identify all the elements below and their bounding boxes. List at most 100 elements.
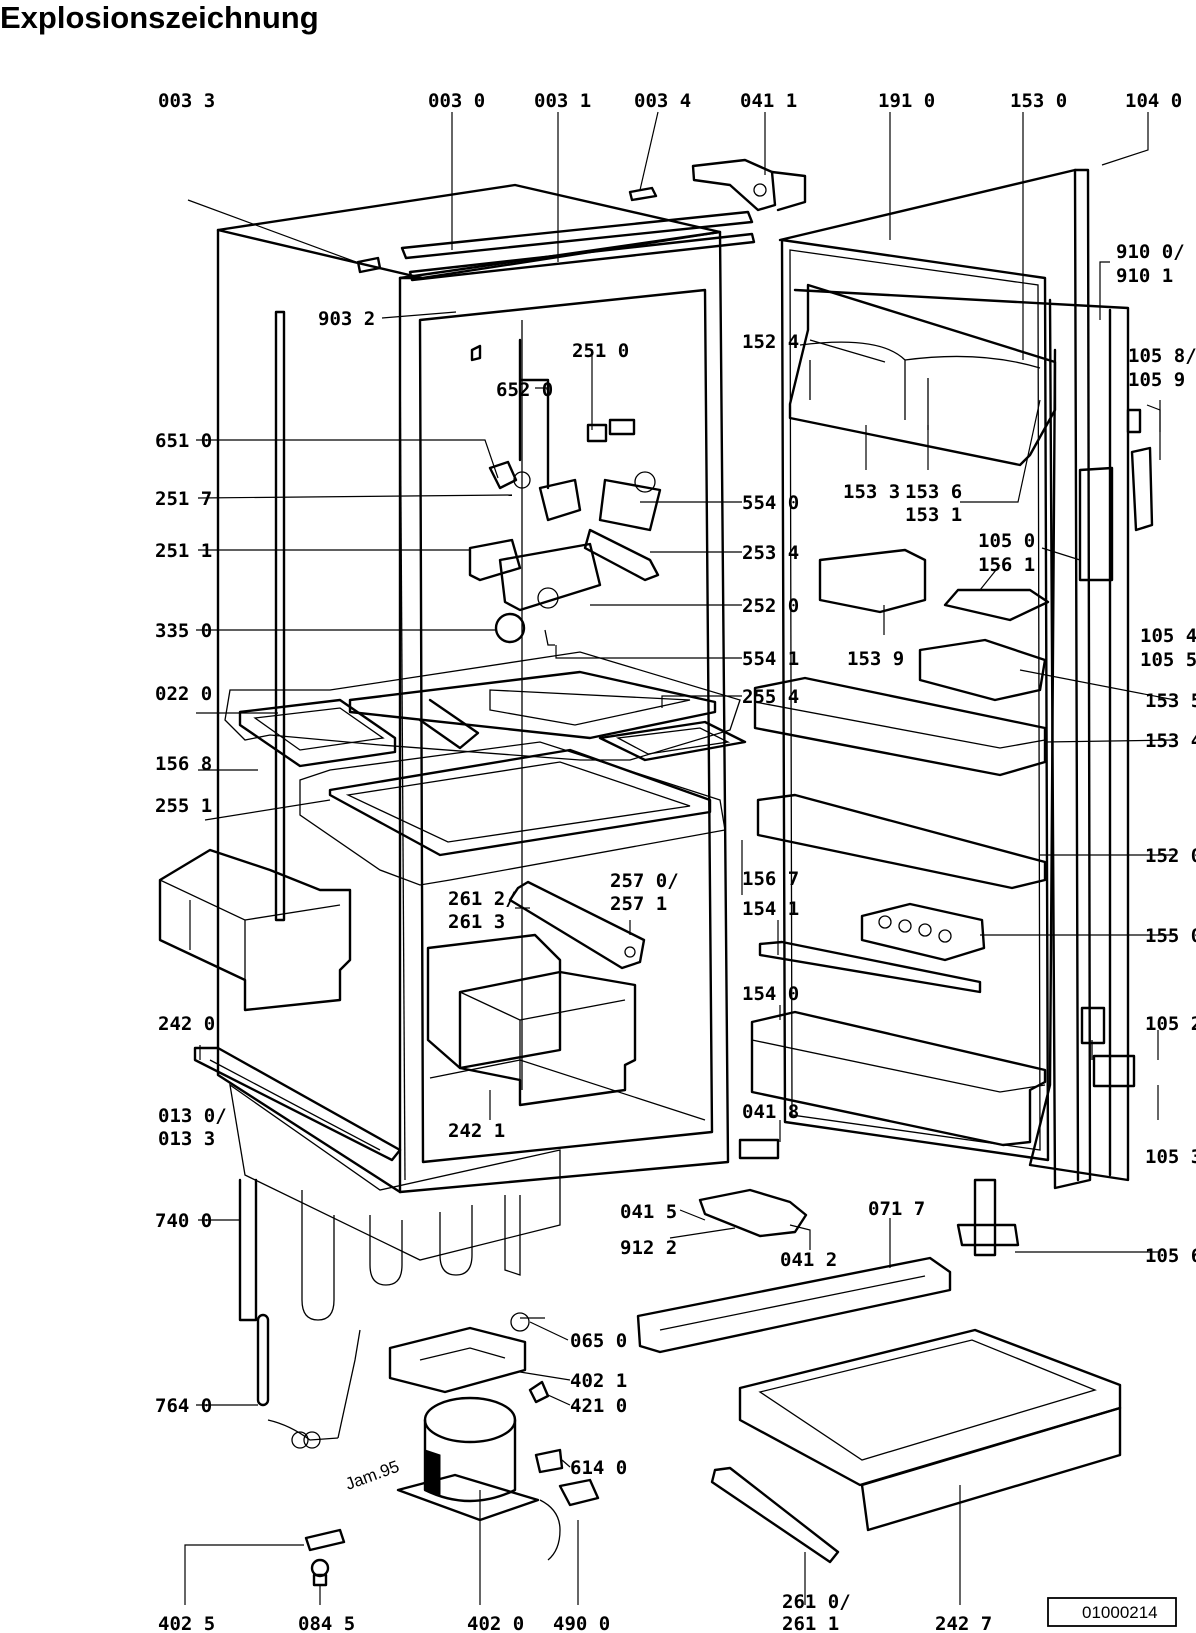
label-1040: 104 0 [1125, 90, 1182, 112]
label-0411: 041 1 [740, 90, 797, 112]
drain-pipe [274, 310, 286, 922]
label-1910: 191 0 [878, 90, 935, 112]
label-1530: 153 0 [1010, 90, 1067, 112]
door-bins-middle [818, 548, 1050, 702]
label-0220: 022 0 [155, 683, 212, 705]
label-2551: 255 1 [155, 795, 212, 817]
door-bin-242-0 [158, 848, 352, 1012]
label-0130: 013 0/ [158, 1105, 227, 1127]
reference-number: 01000214 [1082, 1603, 1158, 1622]
door-rack-152-0 [756, 793, 1047, 890]
reference-box: 01000214 [1047, 1597, 1177, 1627]
label-1059: 105 9 [1128, 369, 1185, 391]
label-1055: 105 5 [1140, 649, 1196, 671]
label-3350: 335 0 [155, 620, 212, 642]
egg-tray [860, 902, 986, 962]
label-9122: 912 2 [620, 1237, 677, 1259]
crisper-bin [426, 933, 637, 1107]
lower-rail [710, 1466, 840, 1564]
crisper-tray-left [238, 698, 397, 768]
label-5540: 554 0 [742, 492, 799, 514]
label-1561: 156 1 [978, 554, 1035, 576]
label-9032: 903 2 [318, 308, 375, 330]
condenser-coil [238, 1178, 521, 1322]
label-0418: 041 8 [742, 1101, 799, 1123]
label-0033: 003 3 [158, 90, 215, 112]
sensor-tube [256, 1313, 361, 1449]
label-6520: 652 0 [496, 379, 553, 401]
label-0030: 003 0 [428, 90, 485, 112]
label-2612: 261 2/ [448, 888, 517, 910]
cabinet [216, 183, 730, 1261]
glass-insert [598, 720, 747, 762]
drafter-signature: Jam.95 [343, 1457, 402, 1494]
label-1531: 153 1 [905, 504, 962, 526]
label-1540: 154 0 [742, 983, 799, 1005]
label-4210: 421 0 [570, 1395, 627, 1417]
label-1056: 105 6 [1145, 1245, 1196, 1267]
leader-lines [184, 111, 1176, 1605]
label-9101: 910 1 [1116, 265, 1173, 287]
label-4900: 490 0 [553, 1613, 610, 1633]
door-gasket [780, 238, 1050, 1162]
door-liner [793, 288, 1130, 1182]
label-2511: 251 1 [155, 540, 212, 562]
label-1054: 105 4/ [1140, 625, 1196, 647]
label-1058: 105 8/ [1128, 345, 1196, 367]
door-rack-top [788, 283, 1057, 467]
label-9100: 910 0/ [1116, 241, 1185, 263]
label-2510: 251 0 [572, 340, 629, 362]
top-hinge [691, 158, 807, 212]
label-2570: 257 0/ [610, 870, 679, 892]
label-2517: 251 7 [155, 488, 212, 510]
label-0031: 003 1 [534, 90, 591, 112]
label-1539: 153 9 [847, 648, 904, 670]
door-outer [778, 168, 1092, 1190]
thermostat-assembly [468, 338, 662, 646]
label-1053: 105 3 [1145, 1146, 1196, 1168]
label-1541: 154 1 [742, 898, 799, 920]
label-1536: 153 6 [905, 481, 962, 503]
label-0845: 084 5 [298, 1613, 355, 1633]
label-1534: 153 4 [1145, 730, 1196, 752]
label-2534: 253 4 [742, 542, 799, 564]
label-1524: 152 4 [742, 331, 799, 353]
label-1568: 156 8 [155, 753, 212, 775]
label-7400: 740 0 [155, 1210, 212, 1232]
label-1050: 105 0 [978, 530, 1035, 552]
label-2611: 261 1 [782, 1613, 839, 1633]
door-rack-bottom [750, 1010, 1047, 1147]
label-2610: 261 0/ [782, 1591, 851, 1613]
label-1535: 153 5 [1145, 690, 1196, 712]
top-trim-strips [356, 186, 756, 282]
page-title: Explosionszeichnung [0, 0, 319, 35]
label-4020: 402 0 [467, 1613, 524, 1633]
door-rack-153-4 [753, 676, 1047, 777]
label-2554: 255 4 [742, 686, 799, 708]
label-0412: 041 2 [780, 1249, 837, 1271]
part-labels: 003 3 003 0 003 1 003 4 041 1 191 0 153 … [155, 90, 1196, 1633]
label-2421: 242 1 [448, 1120, 505, 1142]
label-0717: 071 7 [868, 1198, 925, 1220]
label-2427: 242 7 [935, 1613, 992, 1633]
label-0133: 013 3 [158, 1128, 215, 1150]
feet [304, 1528, 346, 1587]
compressor [388, 1312, 600, 1561]
label-1550: 155 0 [1145, 925, 1196, 947]
label-0034: 003 4 [634, 90, 691, 112]
lower-shelf [299, 741, 726, 886]
label-0415: 041 5 [620, 1201, 677, 1223]
base-bar [636, 1256, 952, 1354]
label-4021: 402 1 [570, 1370, 627, 1392]
label-1052: 105 2 [1145, 1013, 1196, 1035]
label-0650: 065 0 [570, 1330, 627, 1352]
label-1567: 156 7 [742, 868, 799, 890]
bottom-tray [738, 1328, 1122, 1532]
label-7640: 764 0 [155, 1395, 212, 1417]
slide-rail [508, 880, 646, 970]
door-side-parts [1078, 408, 1154, 1088]
label-6140: 614 0 [570, 1457, 627, 1479]
bottom-trim [193, 1046, 402, 1162]
upper-shelf [224, 651, 741, 761]
